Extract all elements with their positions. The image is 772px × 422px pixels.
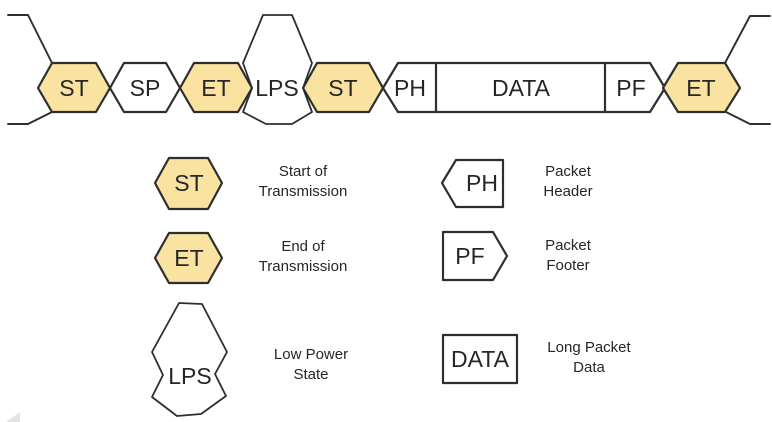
timeline-label-sp: SP [130,75,161,101]
bus-rail-bottom-left [7,111,53,125]
legend-shape-lps [151,302,228,417]
timeline-label-lps: LPS [255,75,298,101]
legend-shape-pf [441,230,509,282]
legend-label-start-of-transmission: Start of Transmission [258,163,348,200]
legend-shape-data [441,333,519,385]
legend-symbol-st: ST [174,170,203,196]
legend-label-low-power-state: Low Power State [273,346,349,383]
legend-symbol-lps: LPS [168,363,211,389]
legend-symbol-pf: PF [455,243,484,269]
timeline-shape-st-2 [301,61,385,114]
legend-symbol-ph: PH [466,170,498,196]
bus-rail-bottom-right [725,111,771,125]
timeline-shape-et-2 [661,61,742,114]
legend-symbol-et: ET [174,245,203,271]
legend-label-long-packet-data: Long Packet Data [547,339,631,376]
timeline-label-data: DATA [492,75,551,101]
legend-shape-et [153,231,224,285]
timeline-label-st-2: ST [328,75,357,101]
corner-artifact [6,412,20,422]
timeline-label-et-1: ET [201,75,230,101]
timeline-label-ph: PH [394,75,426,101]
legend-shape-st [153,156,224,211]
timeline-shape-lps [242,14,313,125]
legend-label-packet-footer: Packet Footer [545,237,591,274]
timeline-label-pf: PF [616,75,645,101]
timeline-label-st-1: ST [59,75,88,101]
legend-label-end-of-transmission: End of Transmission [258,238,348,275]
timeline-shape-et-1 [178,61,254,114]
legend-symbol-data: DATA [451,346,510,372]
bus-rail-top-left [7,14,53,64]
legend-shape-ph [440,158,505,209]
legend-label-packet-header: Packet Header [543,163,593,200]
bus-rail-top-right [724,15,771,64]
timeline-label-et-2: ET [686,75,715,101]
